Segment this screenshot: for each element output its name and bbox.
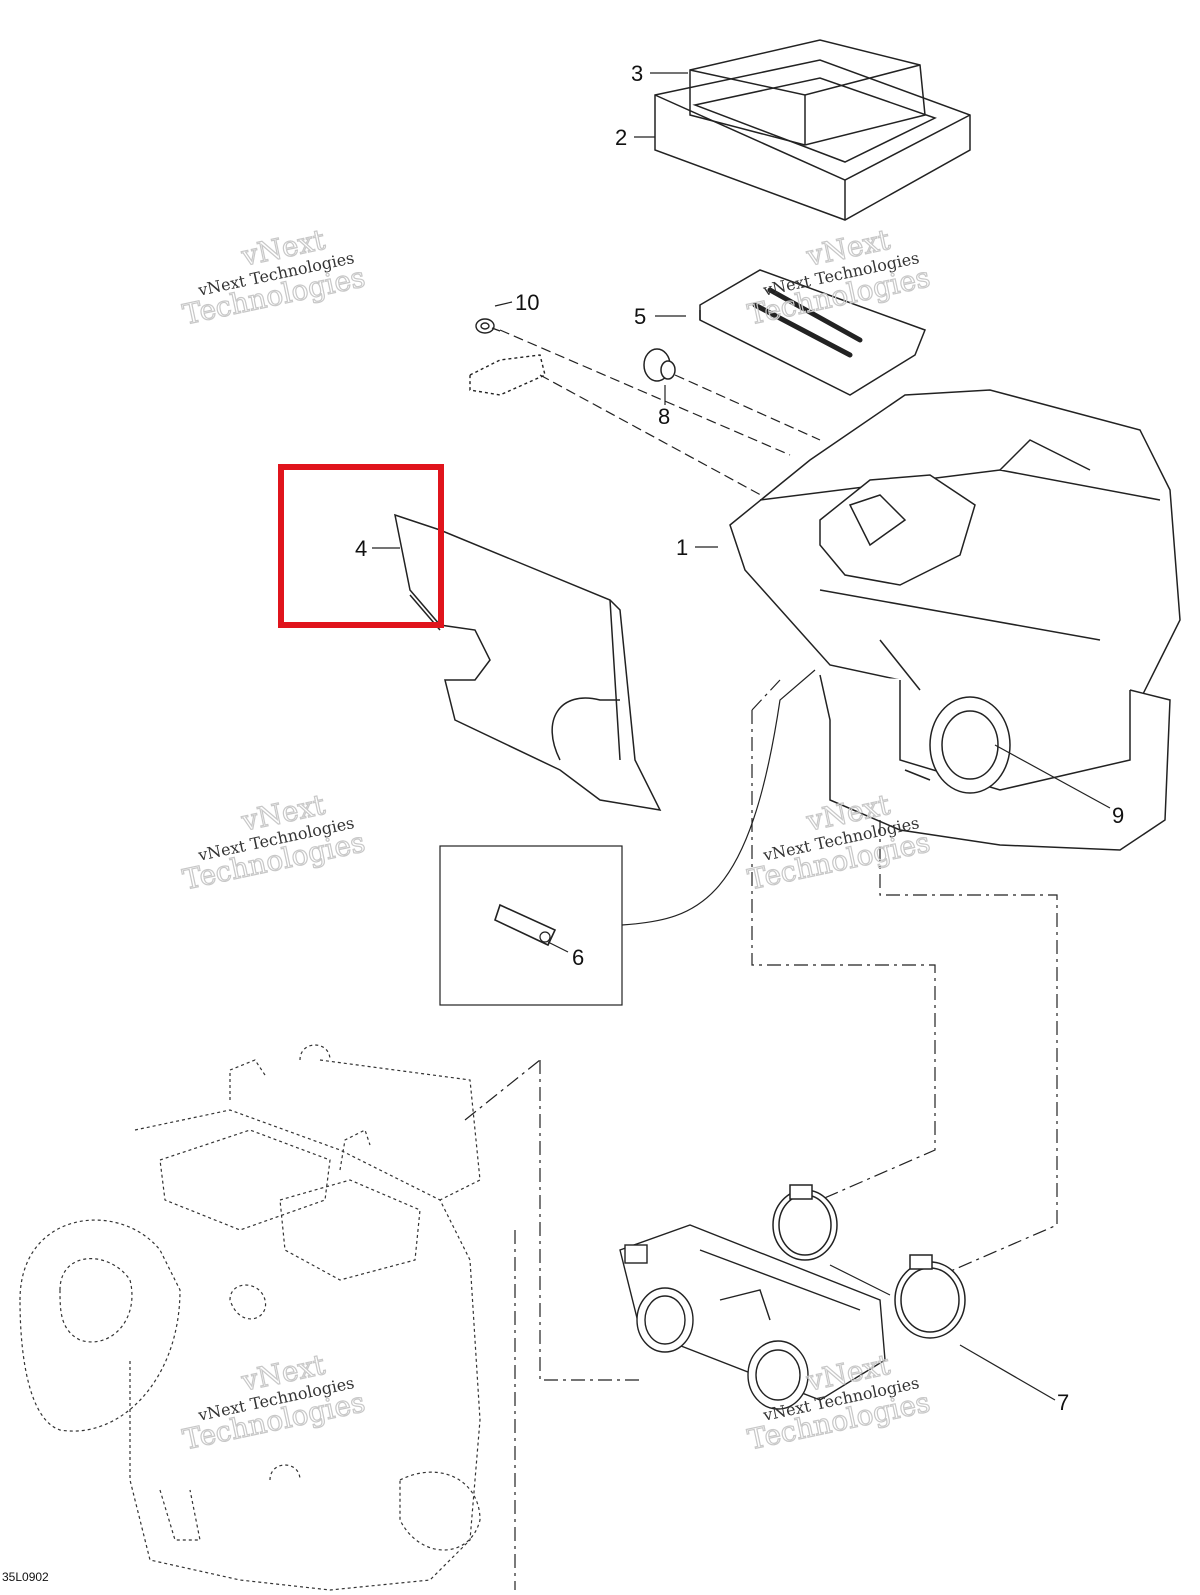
assembly-lines-top — [499, 329, 821, 501]
watermark-1: vNext vNext Technologies Technologies — [179, 222, 368, 332]
part-7-clamps — [772, 1184, 966, 1339]
assembly-lines-mid — [464, 679, 1058, 1590]
part-8-grommet — [643, 348, 676, 382]
callout-6: 6 — [572, 945, 584, 970]
part-5-plate — [699, 269, 926, 396]
part-3-filter-pad — [689, 39, 926, 146]
callout-1: 1 — [676, 535, 688, 560]
callout-10: 10 — [515, 290, 539, 315]
carburetor-assembly — [619, 1224, 886, 1410]
figure-id: 35L0902 — [2, 1570, 49, 1584]
callout-4: 4 — [355, 536, 367, 561]
callout-3: 3 — [631, 61, 643, 86]
highlight-box — [278, 464, 444, 628]
callouts: 3 2 10 5 8 1 4 9 6 7 — [355, 61, 1124, 1415]
part-1-airbox — [729, 389, 1181, 851]
watermark-6: vNext vNext Technologies Technologies — [744, 1347, 933, 1457]
leader-lines — [372, 72, 1111, 1401]
callout-7: 7 — [1057, 1390, 1069, 1415]
part-6-inset — [439, 669, 816, 1006]
part-10-screw — [469, 318, 546, 396]
engine-reference — [19, 1044, 481, 1591]
watermark-3: vNext vNext Technologies Technologies — [179, 787, 368, 897]
callout-8: 8 — [658, 404, 670, 429]
part-2-filter-frame — [654, 59, 971, 221]
callout-2: 2 — [615, 125, 627, 150]
callout-5: 5 — [634, 304, 646, 329]
callout-9: 9 — [1112, 803, 1124, 828]
watermark-5: vNext vNext Technologies Technologies — [179, 1347, 368, 1457]
part-4-foam — [394, 513, 662, 811]
